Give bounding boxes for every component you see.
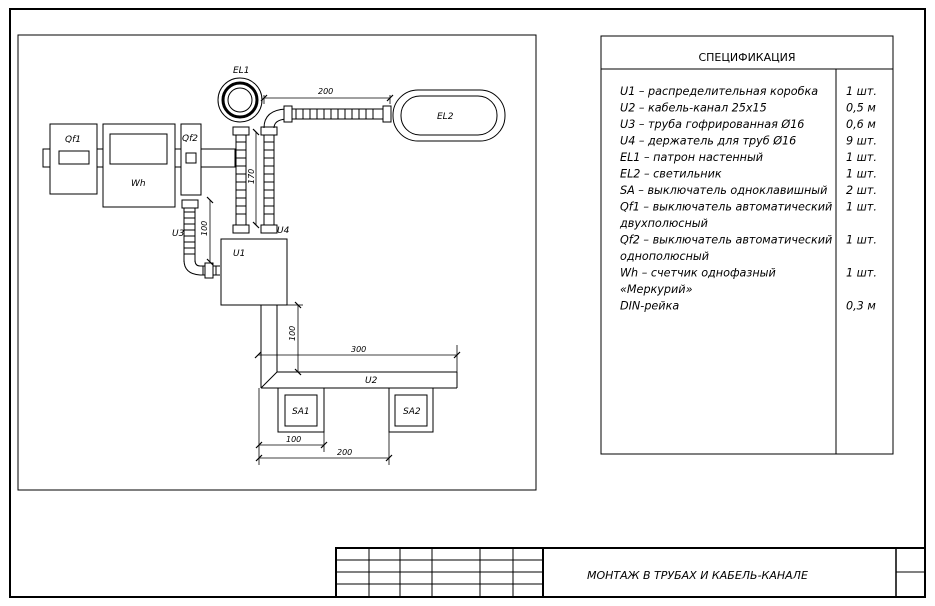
specification-title: СПЕЦИФИКАЦИЯ — [698, 51, 795, 64]
specification-table: СПЕЦИФИКАЦИЯ U1 – распределительная коро… — [600, 35, 894, 455]
spec-item-qty: 1 шт. — [846, 85, 877, 98]
label-u2: U2 — [365, 376, 378, 386]
spec-item-text: Wh – счетчик однофазный — [620, 267, 776, 280]
el1-pipe — [232, 126, 250, 234]
label-u4: U4 — [277, 226, 290, 236]
label-sa2: SA2 — [403, 407, 421, 417]
spec-item-text: U4 – держатель для труб Ø16 — [620, 135, 796, 148]
dim-100-u1: 100 — [288, 326, 297, 341]
title-block-grid — [336, 548, 543, 597]
spec-item-qty: 0,5 м — [846, 102, 876, 115]
spec-item-text: EL2 – светильник — [620, 168, 722, 181]
sa2-switch — [388, 387, 434, 433]
label-u1: U1 — [233, 249, 245, 259]
spec-item-qty: 0,3 м — [846, 300, 876, 313]
dim-200-sa: 200 — [337, 448, 352, 457]
wh-meter — [102, 123, 176, 208]
qf2-breaker — [180, 123, 202, 196]
dimension-lines — [206, 94, 461, 465]
dim-100-u3: 100 — [200, 221, 209, 236]
dim-300: 300 — [351, 345, 366, 354]
el2-pipe — [260, 105, 392, 234]
spec-item-qty: 1 шт. — [846, 151, 877, 164]
qf1-breaker — [49, 123, 98, 195]
spec-item-text: Qf1 – выключатель автоматический — [620, 201, 832, 214]
spec-item-text: двухполюсный — [619, 217, 708, 230]
label-el2: EL2 — [437, 112, 454, 122]
spec-item-text: U2 – кабель-канал 25х15 — [620, 102, 767, 115]
label-wh: Wh — [131, 179, 146, 189]
spec-item-text: Qf2 – выключатель автоматический — [620, 234, 832, 247]
diagram-labels: Qf1 Wh Qf2 EL1 EL2 U1 U2 U3 U4 SA1 SA2 2… — [65, 66, 454, 457]
u3-pipe — [181, 199, 220, 279]
spec-item-text: «Меркурий» — [620, 283, 693, 296]
specification-rows: U1 – распределительная коробка 1 шт. U2 – … — [619, 85, 877, 313]
dim-170: 170 — [247, 169, 256, 184]
el2-luminaire — [392, 89, 506, 142]
spec-item-text: EL1 – патрон настенный — [620, 151, 763, 164]
u1-junction-box — [220, 238, 288, 306]
label-sa1: SA1 — [292, 407, 310, 417]
spec-item-text: U1 – распределительная коробка — [620, 85, 818, 98]
spec-item-text: U3 – труба гофрированная Ø16 — [620, 118, 804, 131]
spec-item-qty: 1 шт. — [846, 168, 877, 181]
dim-100-sa: 100 — [286, 435, 301, 444]
el1-lamp-holder — [217, 77, 263, 123]
spec-item-qty: 0,6 м — [846, 118, 876, 131]
title-block — [335, 547, 926, 598]
label-qf1: Qf1 — [65, 135, 81, 145]
spec-item-text: DIN-рейка — [620, 300, 679, 313]
spec-item-text: SA – выключатель одноклавишный — [620, 184, 827, 197]
wiring-diagram — [42, 77, 506, 465]
spec-item-qty: 1 шт. — [846, 234, 877, 247]
dim-200-top: 200 — [318, 87, 333, 96]
spec-item-qty: 1 шт. — [846, 201, 877, 214]
spec-item-text: однополюсный — [620, 250, 709, 263]
spec-item-qty: 9 шт. — [846, 135, 877, 148]
drawing-area-frame — [17, 34, 537, 491]
drawing-title: МОНТАЖ В ТРУБАХ И КАБЕЛЬ-КАНАЛЕ — [587, 569, 808, 582]
label-u3: U3 — [172, 229, 185, 239]
label-qf2: Qf2 — [182, 134, 198, 144]
spec-item-qty: 2 шт. — [846, 184, 877, 197]
label-el1: EL1 — [233, 66, 249, 76]
sa1-switch — [277, 387, 325, 433]
spec-item-qty: 1 шт. — [846, 267, 877, 280]
